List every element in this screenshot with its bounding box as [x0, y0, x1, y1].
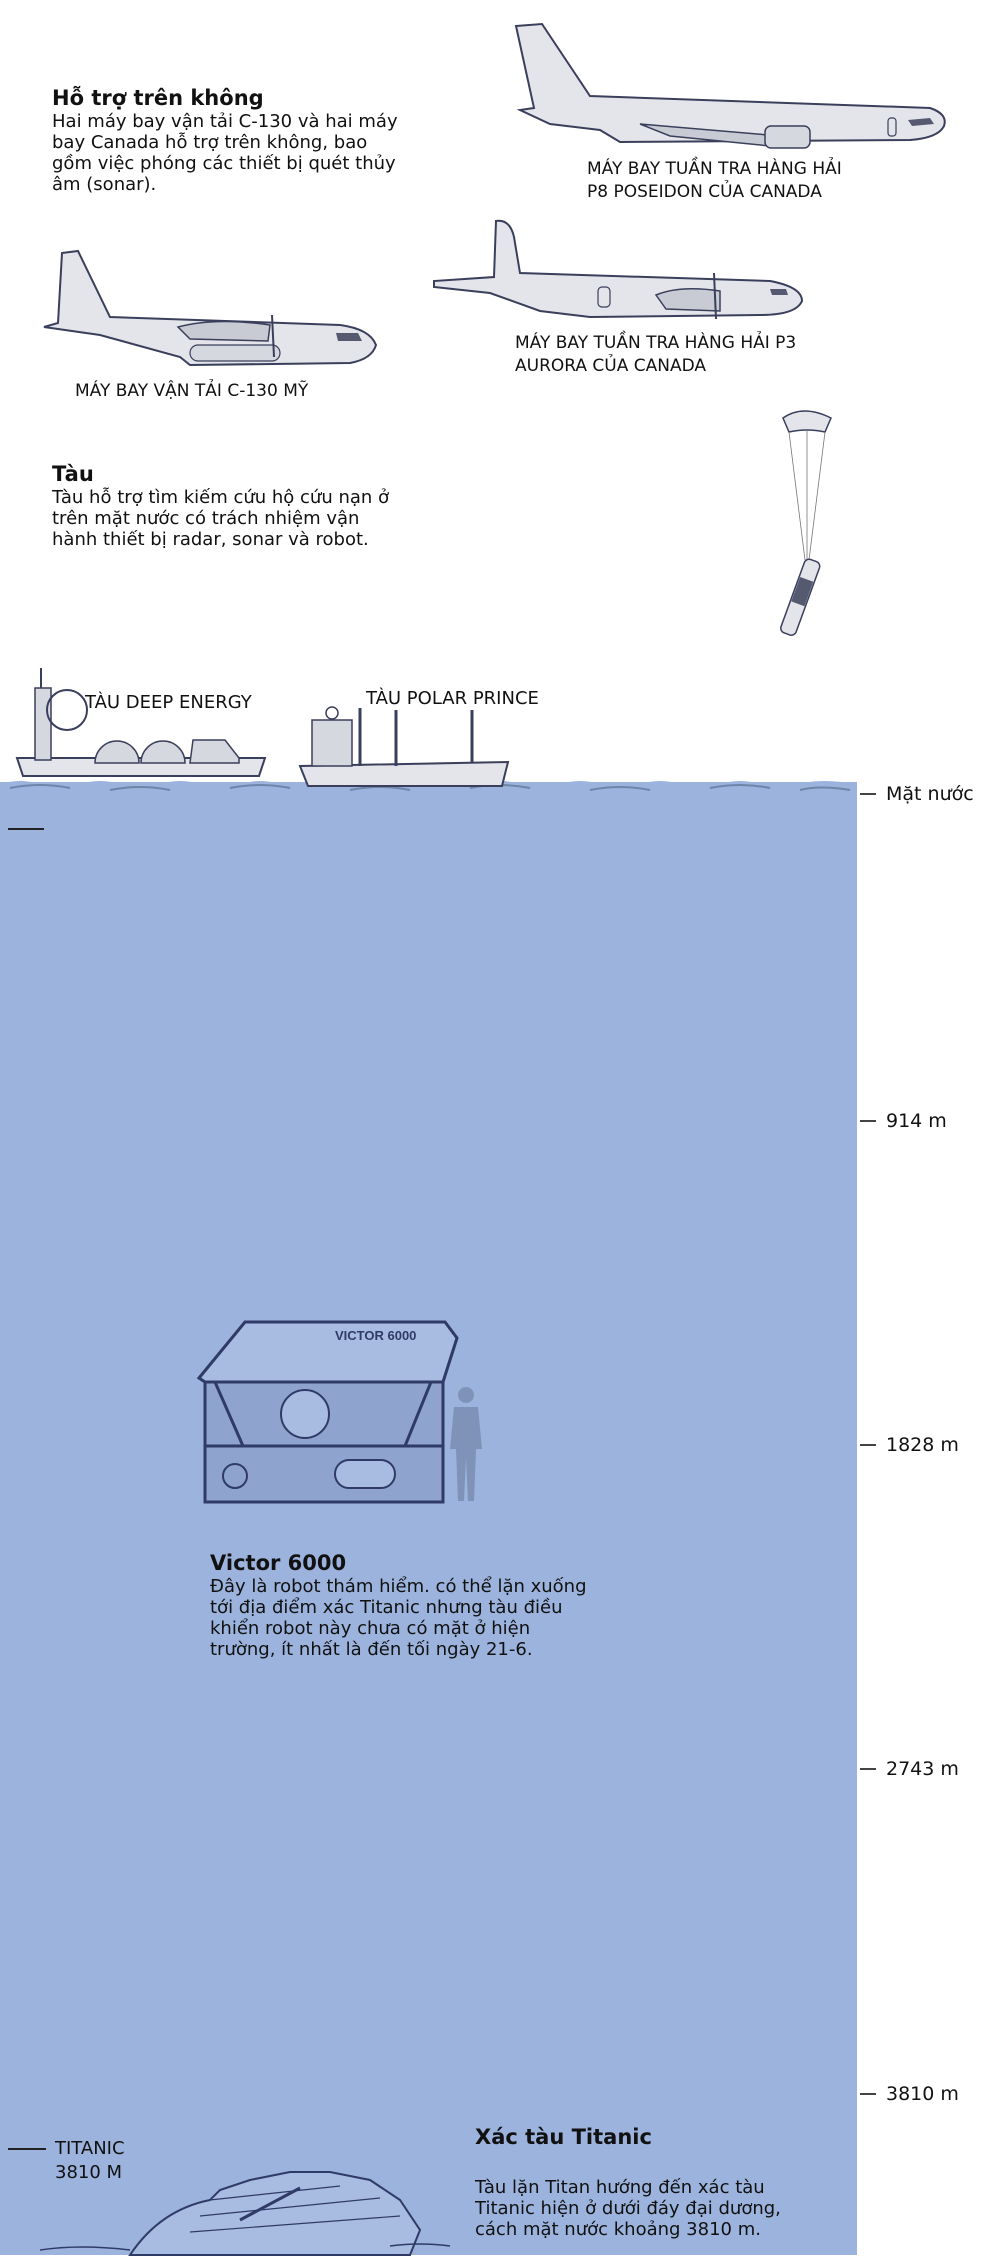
- ocean-water-column: [0, 782, 857, 2255]
- deep-energy-ship-icon: [15, 668, 267, 777]
- titanic-title: Xác tàu Titanic: [475, 2125, 652, 2149]
- ships-title: Tàu: [52, 462, 94, 486]
- depth-tick: [860, 2093, 876, 2095]
- victor-6000-robot-icon: VICTOR 6000: [196, 1320, 459, 1504]
- titanic-marker-line1: TITANIC: [55, 2138, 125, 2159]
- ships-body: Tàu hỗ trợ tìm kiếm cứu hộ cứu nạn ở trê…: [52, 487, 390, 550]
- p8-poseidon-aircraft-icon: [514, 22, 946, 149]
- surface-marker-line: [8, 828, 44, 830]
- polar-prince-label: TÀU POLAR PRINCE: [366, 688, 539, 709]
- titanic-body: Tàu lặn Titan hướng đến xác tàu Titanic …: [475, 2177, 781, 2240]
- polar-prince-ship-icon: [298, 706, 510, 787]
- human-scale-silhouette-icon: [450, 1387, 482, 1501]
- depth-text: 3810 m: [886, 2083, 959, 2105]
- victor-hull-label: VICTOR 6000: [335, 1328, 416, 1343]
- depth-tick: [860, 793, 876, 795]
- p3-caption-line1: MÁY BAY TUẦN TRA HÀNG HẢI P3: [515, 333, 797, 353]
- depth-tick: [860, 1444, 876, 1446]
- depth-tick: [860, 1768, 876, 1770]
- air-support-body: Hai máy bay vận tải C-130 và hai máy bay…: [52, 111, 398, 195]
- depth-label-914: 914 m: [860, 1110, 947, 1132]
- depth-tick: [860, 1120, 876, 1122]
- titanic-wreck-icon: [39, 2171, 451, 2256]
- victor-body: Đây là robot thám hiểm. có thể lặn xuống…: [210, 1576, 587, 1660]
- p3-caption-line2: AURORA CỦA CANADA: [515, 356, 707, 376]
- depth-text: Mặt nước: [886, 783, 974, 805]
- depth-text: 2743 m: [886, 1758, 959, 1780]
- c130-transport-aircraft-icon: [43, 249, 378, 367]
- p8-caption-line2: P8 POSEIDON CỦA CANADA: [587, 182, 822, 202]
- depth-label-surface: Mặt nước: [860, 783, 974, 805]
- air-support-title: Hỗ trợ trên không: [52, 86, 264, 110]
- depth-label-1828: 1828 m: [860, 1434, 959, 1456]
- parachute-sonobuoy-icon: [780, 410, 832, 636]
- victor-title: Victor 6000: [210, 1551, 347, 1575]
- depth-text: 1828 m: [886, 1434, 959, 1456]
- p3-aurora-aircraft-icon: [433, 219, 804, 320]
- depth-label-3810: 3810 m: [860, 2083, 959, 2105]
- depth-text: 914 m: [886, 1110, 947, 1132]
- titanic-marker-line: [8, 2148, 46, 2150]
- p8-caption-line1: MÁY BAY TUẦN TRA HÀNG HẢI: [587, 159, 842, 179]
- deep-energy-label: TÀU DEEP ENERGY: [85, 692, 252, 713]
- depth-label-2743: 2743 m: [860, 1758, 959, 1780]
- titanic-marker-line2: 3810 M: [55, 2162, 123, 2183]
- c130-caption: MÁY BAY VẬN TẢI C-130 MỸ: [75, 381, 309, 401]
